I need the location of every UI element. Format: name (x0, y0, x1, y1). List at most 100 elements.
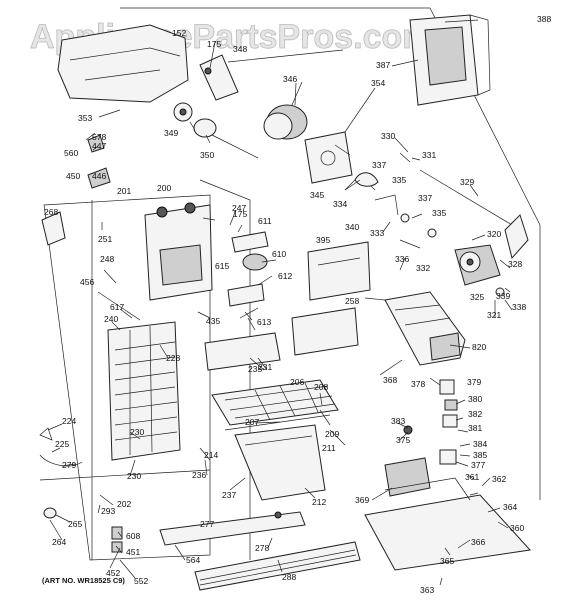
label-349: 349 (164, 128, 178, 138)
label-820: 820 (472, 342, 486, 352)
label-435: 435 (206, 316, 220, 326)
label-240: 240 (104, 314, 118, 324)
evaporator-housing-part (144, 202, 213, 301)
label-201: 201 (117, 186, 131, 196)
label-360: 360 (510, 523, 524, 533)
evaporator-coil-part (107, 321, 181, 461)
label-209: 209 (325, 429, 339, 439)
label-337-mid: 337 (418, 193, 432, 203)
left-small-parts (39, 134, 123, 553)
label-225: 225 (55, 439, 69, 449)
label-175-top: 175 (207, 39, 221, 49)
label-611: 611 (258, 216, 272, 226)
storage-pan-part (234, 424, 326, 501)
dispenser-door-part (409, 14, 491, 106)
fan-motor-part (227, 231, 269, 321)
drain-pan-part (204, 332, 281, 371)
auger-part (199, 54, 239, 101)
label-268: 268 (44, 207, 58, 217)
label-279: 279 (62, 460, 76, 470)
label-332: 332 (416, 263, 430, 273)
art-number: (ART NO. WR18525 C9) (42, 576, 125, 585)
label-258: 258 (345, 296, 359, 306)
ice-bucket-part (57, 24, 189, 103)
label-321: 321 (487, 310, 501, 320)
base-plate-part (364, 477, 532, 571)
label-363: 363 (420, 585, 434, 595)
label-350: 350 (200, 150, 214, 160)
gear-part (173, 102, 259, 159)
label-450: 450 (66, 171, 80, 181)
ice-maker-part (384, 291, 466, 366)
label-224: 224 (62, 416, 76, 426)
label-362: 362 (492, 474, 506, 484)
label-380: 380 (468, 394, 482, 404)
label-338: 338 (512, 302, 526, 312)
label-383: 383 (391, 416, 405, 426)
label-384: 384 (473, 439, 487, 449)
mounting-plate-part (304, 131, 353, 184)
label-320: 320 (487, 229, 501, 239)
label-456: 456 (80, 277, 94, 287)
label-615: 615 (215, 261, 229, 271)
label-214: 214 (204, 450, 218, 460)
label-175: 175 (233, 209, 247, 219)
linkage-parts (344, 152, 513, 249)
label-336: 336 (395, 254, 409, 264)
label-560: 560 (64, 148, 78, 158)
label-612: 612 (278, 271, 292, 281)
label-365: 365 (440, 556, 454, 566)
label-345: 345 (310, 190, 324, 200)
label-375: 375 (396, 435, 410, 445)
label-333: 333 (370, 228, 384, 238)
label-235: 235 (248, 364, 262, 374)
label-331: 331 (422, 150, 436, 160)
label-447: 447 (92, 141, 106, 151)
label-325: 325 (470, 292, 484, 302)
label-293: 293 (101, 506, 115, 516)
label-379: 379 (467, 377, 481, 387)
thermostat-parts (403, 379, 458, 465)
label-578: 578 (92, 132, 106, 142)
label-361: 361 (465, 472, 479, 482)
label-152: 152 (172, 28, 186, 38)
label-388: 388 (537, 14, 551, 24)
label-230-lower: 230 (127, 471, 141, 481)
label-208: 208 (314, 382, 328, 392)
label-387: 387 (376, 60, 390, 70)
label-608: 608 (126, 531, 140, 541)
label-452: 452 (106, 568, 120, 578)
label-247: 247 (232, 203, 246, 213)
label-236: 236 (192, 470, 206, 480)
label-364: 364 (503, 502, 517, 512)
label-230-upper: 230 (130, 427, 144, 437)
motor-part (263, 82, 308, 140)
label-339: 339 (496, 291, 510, 301)
label-366: 366 (471, 537, 485, 547)
label-552: 552 (134, 576, 148, 586)
label-348: 348 (233, 44, 247, 54)
label-330: 330 (381, 131, 395, 141)
label-264: 264 (52, 537, 66, 547)
label-265: 265 (68, 519, 82, 529)
label-200: 200 (157, 183, 171, 193)
cover-part (291, 307, 359, 356)
leader-lines (47, 19, 513, 586)
part-labels: 152 175 348 346 354 388 387 353 349 350 … (44, 14, 551, 595)
label-211: 211 (322, 443, 336, 453)
label-206: 206 (290, 377, 304, 387)
label-288: 288 (282, 572, 296, 582)
label-446: 446 (92, 171, 106, 181)
label-353: 353 (78, 113, 92, 123)
label-329: 329 (460, 177, 474, 187)
label-564: 564 (186, 555, 200, 565)
relay-part (384, 457, 431, 497)
label-248: 248 (100, 254, 114, 264)
label-382: 382 (468, 409, 482, 419)
label-377: 377 (471, 460, 485, 470)
label-369: 369 (355, 495, 369, 505)
label-202: 202 (117, 499, 131, 509)
label-340: 340 (345, 222, 359, 232)
